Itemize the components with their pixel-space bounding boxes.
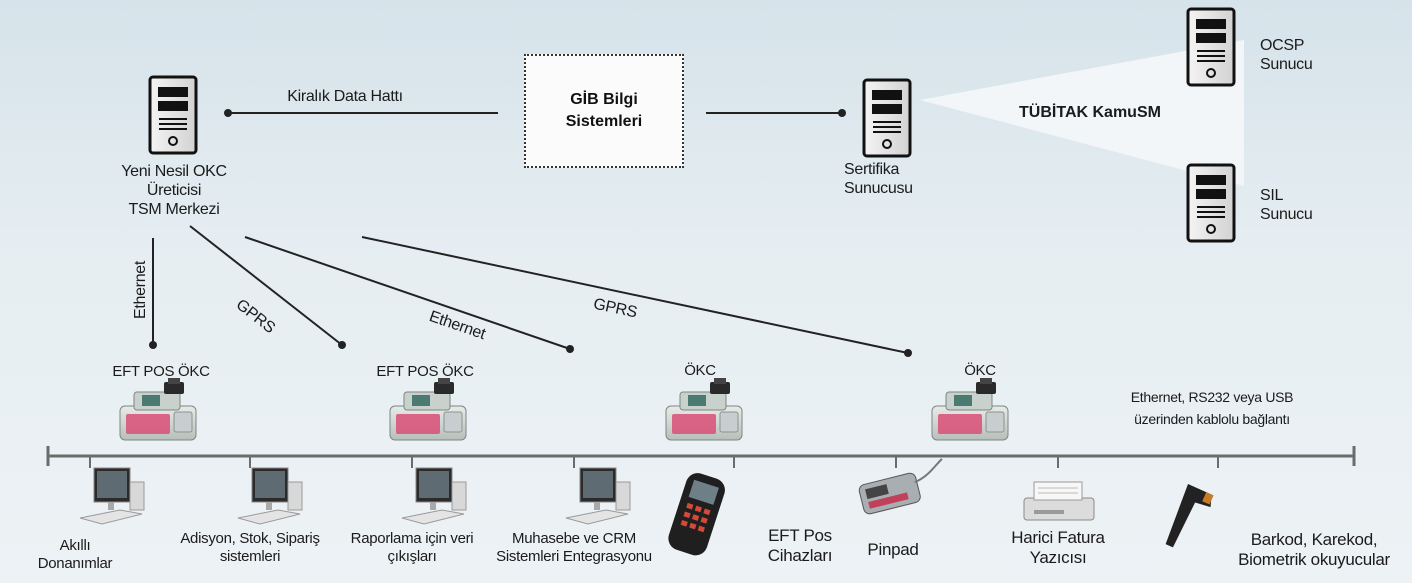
ocsp-server-icon [1186,7,1236,87]
link-gprs-1-dot [338,341,346,349]
computer-icon-4 [565,467,631,525]
terminal-label-1: EFT POS ÖKC [112,363,210,380]
okc-device-icon-3 [665,377,743,441]
tubitak-beam [920,40,1244,186]
link-gprs-1 [189,225,343,346]
terminal-label-2: EFT POS ÖKC [376,363,474,380]
peripheral-label-smart-devices: Akıllı Donanımlar [37,537,113,572]
computer-icon-2 [237,467,303,525]
link-gprs-2 [361,236,909,354]
peripheral-label-pinpad: Pinpad [867,540,919,559]
link-gprs-2-dot [904,349,912,357]
tsm-server-label: Yeni Nesil OKC Üreticisi TSM Merkezi [121,163,227,218]
computer-icon-3 [401,467,467,525]
link-ethernet-2 [244,236,571,350]
certificate-server-icon [862,78,912,158]
gib-to-cert-dot [838,109,846,117]
barcode-scanner-icon [1165,484,1214,548]
peripheral-label-scanners: Barkod, Karekod, Biometrik okuyucular [1238,530,1390,569]
computer-icon-1 [79,467,145,525]
pinpad-icon [858,458,943,515]
sil-server-label: SIL Sunucu [1260,187,1313,223]
peripheral-label-invoice-printer: Harici Fatura Yazıcısı [1011,528,1105,567]
tubitak-label: TÜBİTAK KamuSM [1019,104,1161,121]
ocsp-server-label: OCSP Sunucu [1260,37,1313,73]
eft-pos-terminal-icon [668,473,725,556]
terminal-label-4: ÖKC [964,362,996,379]
wired-connection-note: Ethernet, RS232 veya USB üzerinden kablo… [1130,389,1294,427]
printer-icon [1023,481,1095,521]
okc-device-icon-1 [119,377,197,441]
peripheral-label-eft-pos: EFT Pos Cihazları [767,526,833,565]
ethernet-label-1: Ethernet [132,260,149,320]
terminal-label-3: ÖKC [684,362,716,379]
tsm-server-icon [148,75,198,155]
leased-line-label: Kiralık Data Hattı [287,88,403,105]
okc-device-icon-2 [389,377,467,441]
gib-information-systems-box: GİB Bilgi Sistemleri [524,54,684,168]
peripheral-label-reporting: Raporlama için veri çıkışları [350,530,474,565]
peripheral-label-accounting-crm: Muhasebe ve CRM Sistemleri Entegrasyonu [496,530,652,565]
leased-line-dot [224,109,232,117]
sil-server-icon [1186,163,1236,243]
peripheral-label-order-systems: Adisyon, Stok, Sipariş sistemleri [180,530,320,565]
link-ethernet-1-dot [149,341,157,349]
certificate-server-label: Sertifika Sunucusu [844,161,913,197]
link-ethernet-2-dot [566,345,574,353]
okc-device-icon-4 [931,377,1009,441]
